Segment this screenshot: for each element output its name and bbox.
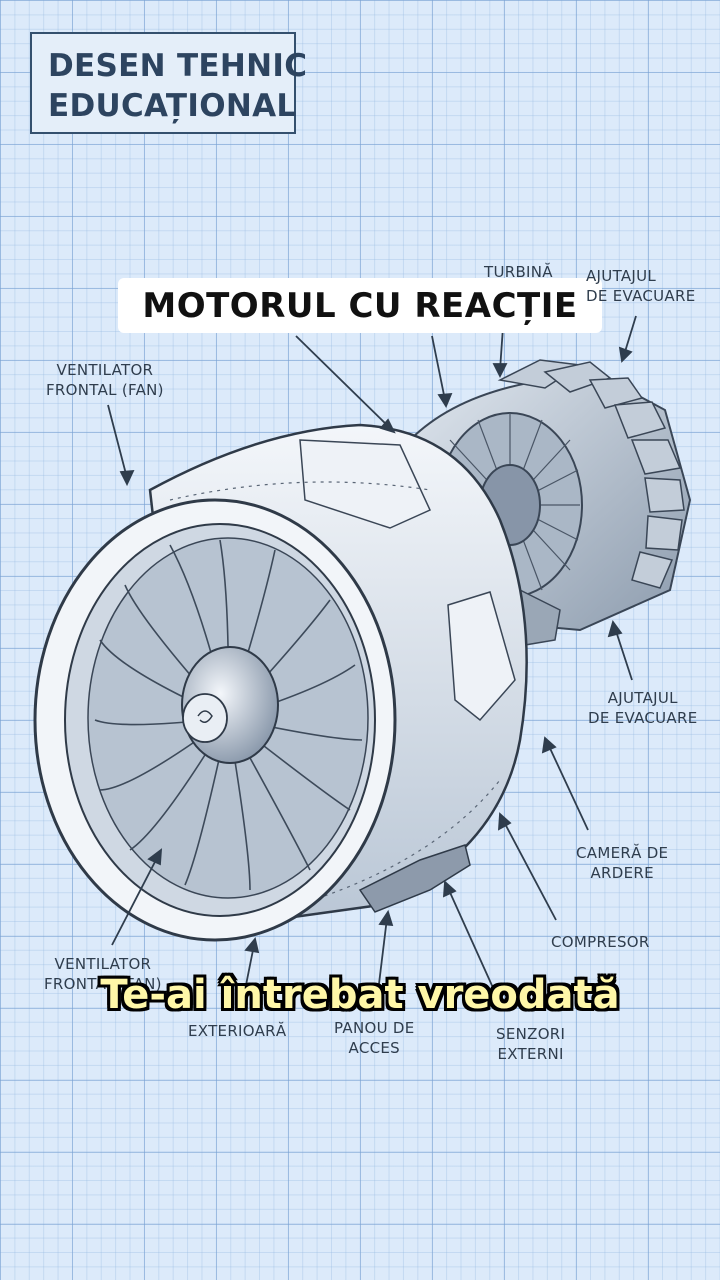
label-compresor: COMPRESOR [551, 933, 650, 951]
badge-line-1: DESEN TEHNIC [48, 48, 308, 84]
label-ventilator-top: VENTILATOR FRONTAL (FAN) [46, 361, 164, 399]
front-fan [33, 498, 397, 942]
label-panou-acces: PANOU DE ACCES [334, 1019, 415, 1057]
label-ventilator-bottom: VENTILATOR FRONTAL (FAN) [44, 955, 162, 993]
title-text: MOTORUL CU REACȚIE [142, 285, 578, 326]
label-camera-ardere: CAMERĂ DE ARDERE [576, 844, 669, 882]
badge-line-2: EDUCAȚIONAL [48, 88, 297, 124]
label-ajutajul-right: AJUTAJUL DE EVACUARE [588, 689, 698, 727]
diagram-title: MOTORUL CU REACȚIE [118, 278, 602, 333]
leader-lines [107, 283, 637, 993]
label-turbina: TURBINĂ [484, 263, 553, 281]
video-caption: Te-ai întrebat vreodată [100, 972, 620, 1018]
label-ajutajul-top: AJUTAJUL DE EVACUARE [586, 267, 696, 305]
label-carcasa-exterioara: EXTERIOARĂ [188, 1022, 287, 1040]
label-senzori-externi: SENZORI EXTERNI [496, 1025, 566, 1063]
header-badge: DESEN TEHNIC EDUCAȚIONAL [30, 32, 308, 134]
